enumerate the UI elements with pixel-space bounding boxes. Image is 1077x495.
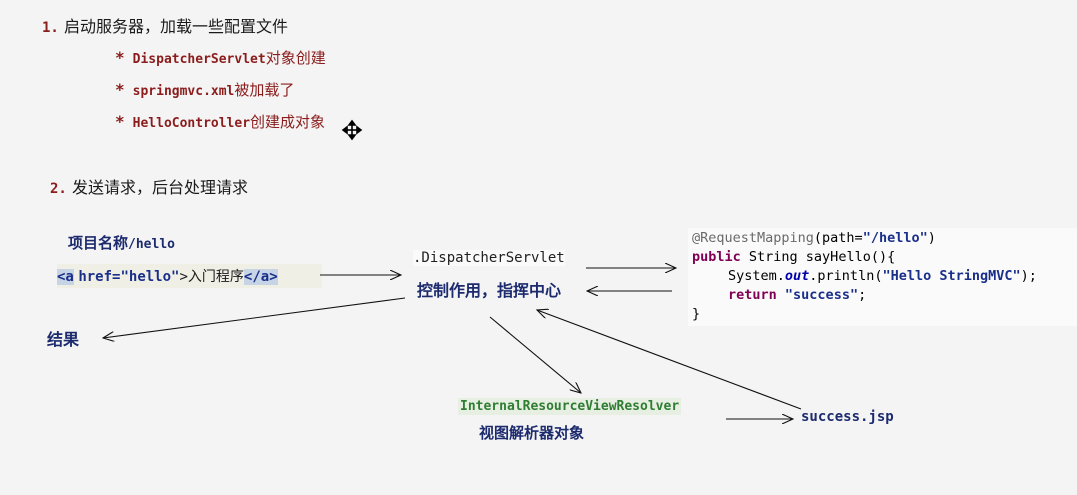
code-text: )	[927, 230, 936, 246]
step2-number: 2.	[50, 181, 67, 197]
arrow-dispatcher-to-resolver	[489, 316, 581, 393]
html-link-snippet: <a href="hello">入门程序</a>	[57, 264, 322, 288]
project-name-text: 项目名称	[68, 234, 129, 252]
code-line-5: }	[692, 305, 1077, 324]
code-string: "/hello"	[862, 230, 928, 246]
code-line-3: System.out.println("Hello StringMVC");	[692, 267, 1077, 286]
bullet-star: *	[115, 112, 125, 131]
annotation: @RequestMapping	[692, 230, 814, 246]
step2-text: 发送请求，后台处理请求	[71, 178, 248, 197]
step1-heading: 1. 启动服务器，加载一些配置文件	[42, 13, 288, 37]
bullet-dispatcher-created: * DispatcherServlet对象创建	[115, 47, 326, 68]
project-path-text: /hello	[128, 237, 175, 252]
controller-code-block: @RequestMapping(path="/hello") public St…	[688, 228, 1077, 326]
dispatcher-servlet-label: .DispatcherServlet	[413, 250, 565, 266]
code-field: out	[784, 268, 810, 284]
step1-number: 1.	[42, 20, 59, 36]
href-value: "hello"	[120, 269, 180, 285]
step2-heading: 2. 发送请求，后台处理请求	[50, 174, 248, 198]
code-text: String sayHello(){	[740, 249, 896, 265]
code-text: }	[692, 306, 701, 322]
code-text: .println(	[809, 268, 883, 284]
view-resolver-label: InternalResourceViewResolver	[458, 398, 682, 415]
code-text: );	[1020, 268, 1037, 284]
code-text: (path=	[813, 230, 863, 246]
bullet-star: *	[115, 80, 125, 99]
bullet-mono: springmvc.xml	[132, 84, 235, 99]
bullet-controller-created: * HelloController创建成对象	[115, 111, 325, 132]
project-path-label: 项目名称/hello	[68, 232, 175, 253]
bullet-star: *	[115, 48, 125, 67]
bullet-mono: DispatcherServlet	[132, 52, 266, 67]
result-label: 结果	[47, 330, 80, 349]
success-jsp-label: success.jsp	[801, 409, 894, 425]
code-line-1: @RequestMapping(path="/hello")	[692, 229, 1077, 248]
code-keyword: public	[692, 249, 741, 265]
code-line-2: public String sayHello(){	[692, 248, 1077, 267]
code-string: "success"	[784, 287, 859, 303]
anchor-close-tag: </a>	[243, 269, 278, 285]
arrow-dispatcher-to-result	[103, 297, 406, 338]
code-line-4: return "success";	[692, 286, 1077, 305]
tag-bracket: >	[179, 269, 188, 285]
code-keyword: return	[728, 287, 777, 303]
bullet-springmvc-loaded: * springmvc.xml被加载了	[115, 79, 294, 100]
bullet-cn: 创建成对象	[250, 113, 326, 131]
bullet-mono: HelloController	[132, 116, 251, 131]
link-text: 入门程序	[187, 269, 244, 285]
dispatcher-role-label: 控制作用，指挥中心	[417, 281, 562, 300]
code-string: "Hello StringMVC"	[882, 268, 1021, 284]
bullet-cn: 对象创建	[265, 49, 326, 67]
anchor-open-tag: <a	[57, 269, 74, 285]
code-text: System.	[728, 268, 785, 284]
view-resolver-desc: 视图解析器对象	[479, 424, 585, 442]
bullet-cn: 被加载了	[234, 81, 295, 99]
step1-text: 启动服务器，加载一些配置文件	[63, 17, 288, 36]
code-text: ;	[858, 287, 867, 303]
href-attribute: href=	[78, 269, 121, 285]
